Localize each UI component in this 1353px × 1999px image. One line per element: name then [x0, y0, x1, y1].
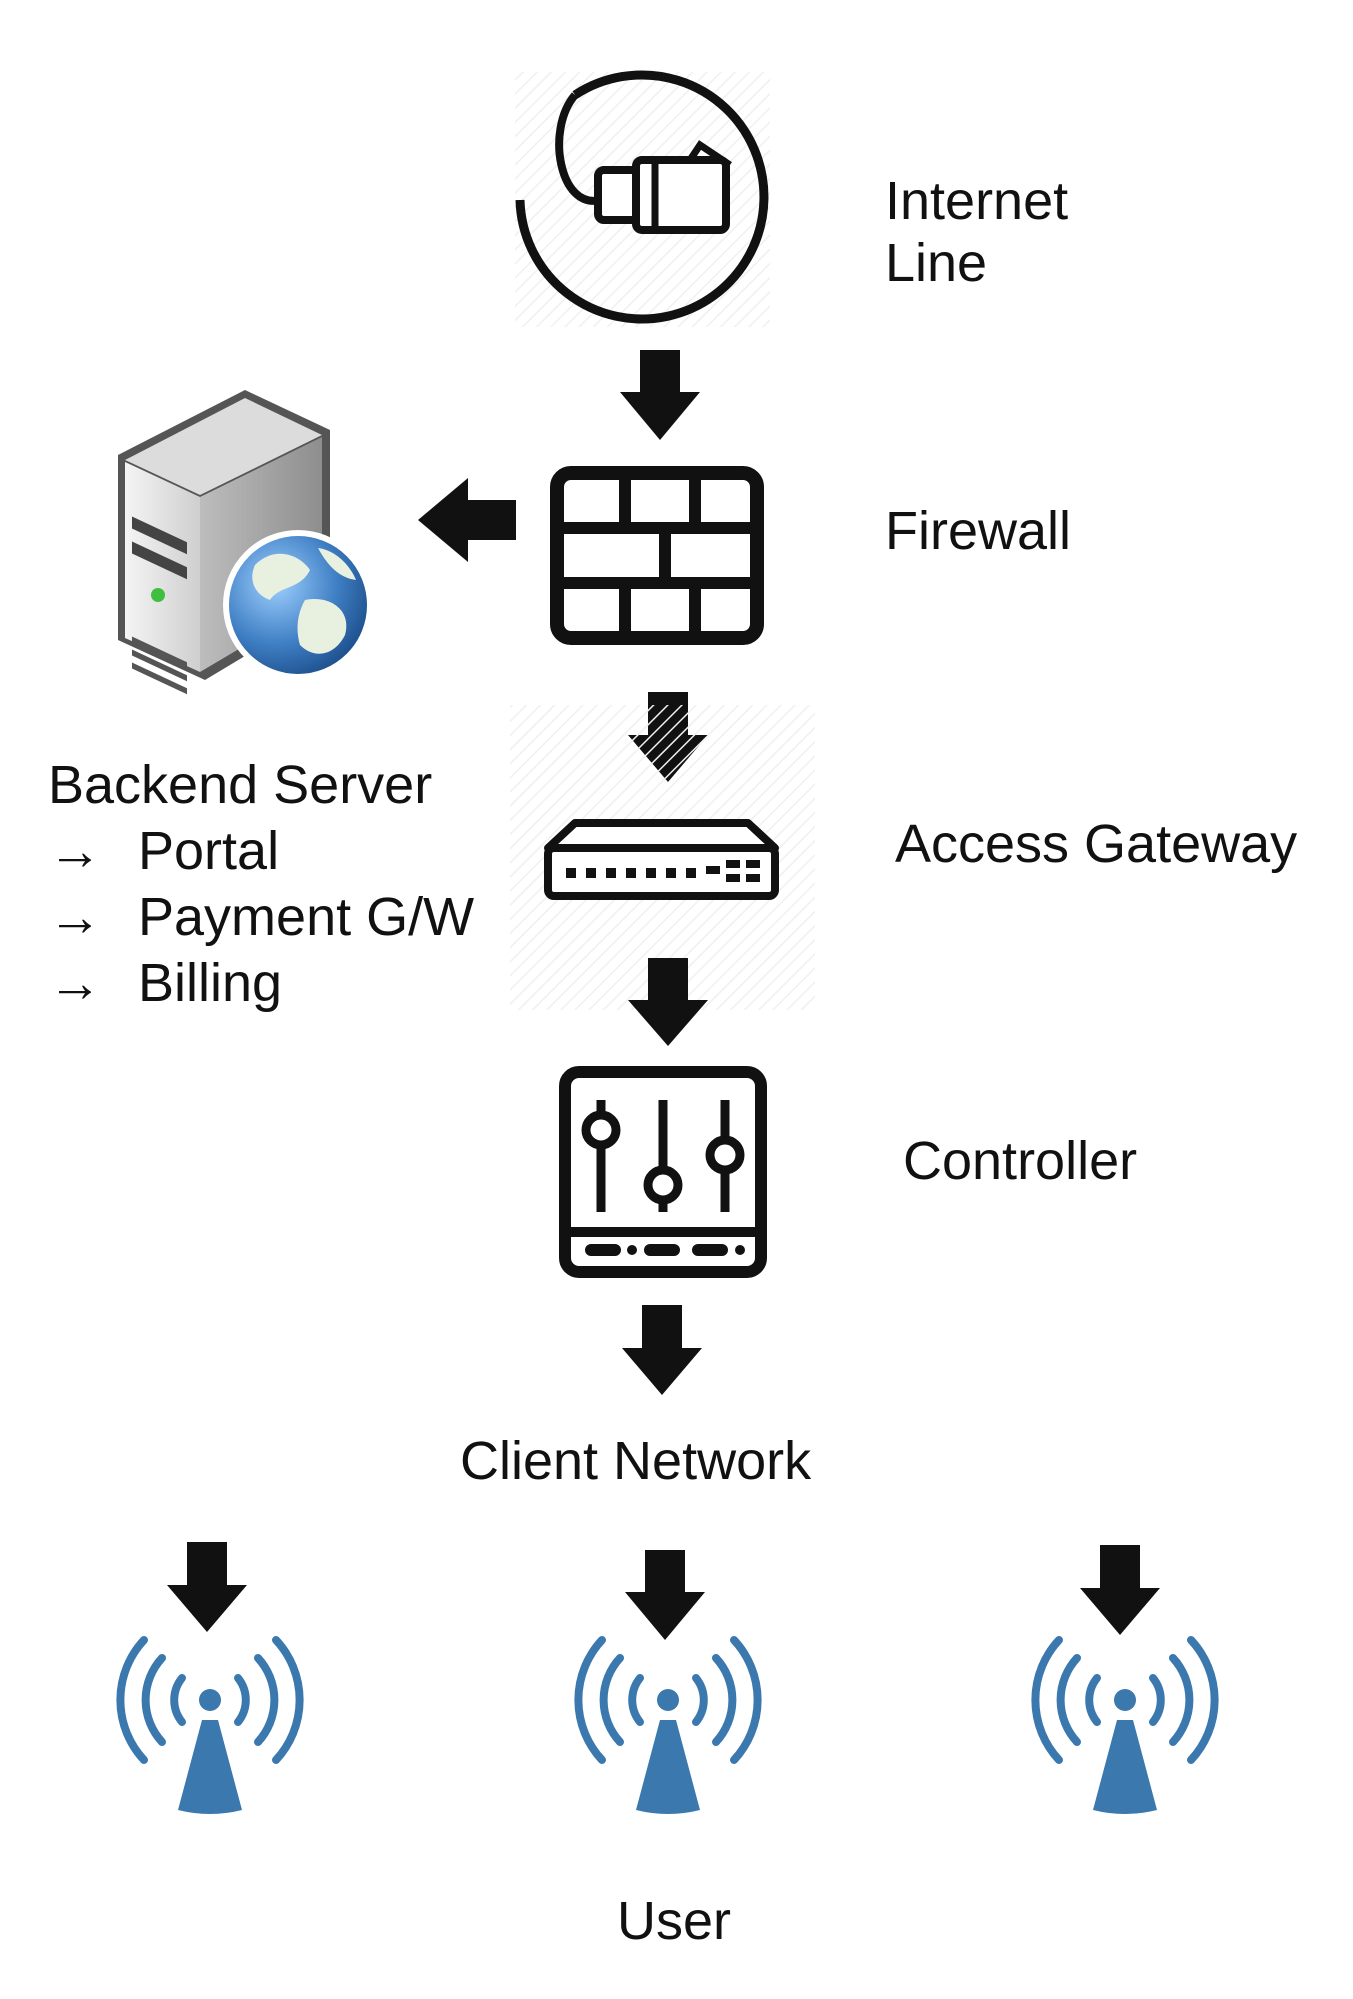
arrow-left [418, 478, 516, 562]
arrow-down-ap-2 [625, 1550, 705, 1640]
right-arrow-icon: → [48, 821, 102, 881]
mixer-sliders-icon [559, 1066, 767, 1278]
arrow-down-3 [628, 958, 708, 1046]
internet-line-label-line2: Line [885, 233, 988, 293]
backend-server-title: Backend Server [48, 755, 433, 815]
wifi-access-point-icon [574, 1636, 762, 1814]
arrow-down-ap-3 [1080, 1545, 1160, 1635]
backend-item-portal: → Portal [48, 818, 474, 884]
backend-item-billing: → Billing [48, 950, 474, 1016]
backend-item-text: Payment G/W [138, 887, 475, 947]
user-label: User [617, 1891, 732, 1951]
wifi-access-point-icon [1031, 1636, 1219, 1814]
arrow-down-1 [620, 350, 700, 440]
internet-line-label-line1: Internet [885, 171, 1069, 231]
backend-item-text: Billing [138, 953, 283, 1013]
client-network-label: Client Network [460, 1431, 812, 1491]
right-arrow-icon: → [48, 887, 102, 947]
internet-line-label: Internet Line [885, 170, 1068, 294]
wifi-access-point-icon [116, 1636, 304, 1814]
backend-item-text: Portal [138, 821, 280, 881]
access-gateway-label: Access Gateway [895, 814, 1298, 874]
arrow-down-4 [622, 1305, 702, 1395]
controller-label: Controller [903, 1131, 1138, 1191]
ethernet-plug-icon [515, 70, 770, 327]
right-arrow-icon: → [48, 953, 102, 1013]
server-globe-icon [118, 390, 373, 695]
backend-item-payment: → Payment G/W [48, 884, 474, 950]
firewall-label: Firewall [885, 501, 1072, 561]
brick-wall-icon [550, 466, 764, 645]
backend-server-description: Backend Server → Portal → Payment G/W → … [48, 752, 474, 1016]
arrow-down-ap-1 [167, 1542, 247, 1632]
